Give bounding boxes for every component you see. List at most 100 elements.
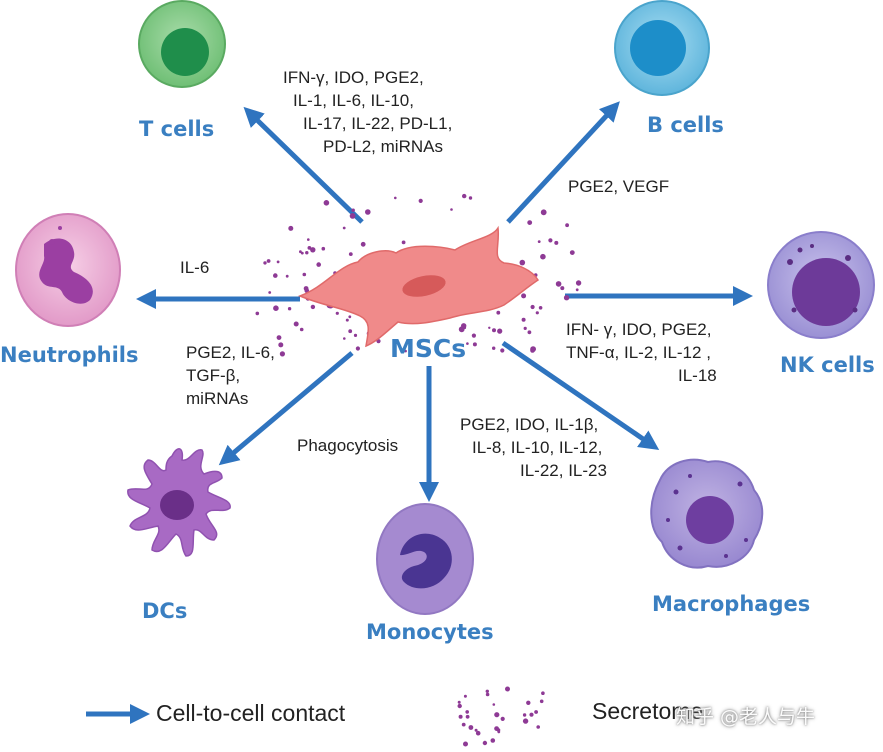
secretome-dot xyxy=(418,198,423,203)
b-cell-icon xyxy=(614,0,710,96)
legend-secretome-dot xyxy=(494,712,500,718)
neutrophil-icon xyxy=(15,213,121,327)
secretome-dot xyxy=(569,250,575,256)
secretome-dot xyxy=(530,346,536,352)
macrophage-icon xyxy=(650,458,764,569)
macrophage-factors-line-1: PGE2, IDO, IL-1β, xyxy=(460,415,599,434)
nk-cell-factors-line-3: IL-18 xyxy=(678,366,717,385)
secretome-dot xyxy=(287,307,292,311)
secretome-dot xyxy=(500,348,505,353)
secretome-dot xyxy=(310,247,316,253)
secretome-dot xyxy=(376,339,381,344)
secretome-dot xyxy=(353,333,358,337)
legend-secretome-dot xyxy=(463,694,467,698)
legend-secretome-dot xyxy=(522,718,529,724)
legend-secretome-dot xyxy=(490,738,496,743)
legend-secretome-dot xyxy=(475,730,481,736)
monocytes-label: Monocytes xyxy=(366,620,494,644)
neutrophil-factors-line-1: IL-6 xyxy=(180,258,210,277)
legend-secretome-dot xyxy=(468,725,474,730)
macrophages-label: Macrophages xyxy=(652,592,811,616)
arrow-to-b-cells xyxy=(506,101,620,224)
secretome-dot xyxy=(305,251,309,255)
secretome-dot xyxy=(348,252,353,256)
secretome-dot xyxy=(488,326,491,329)
secretome-dot xyxy=(365,209,371,215)
macrophage-factors: PGE2, IDO, IL-1β, IL-8, IL-10, IL-12, IL… xyxy=(460,413,607,482)
secretome-dot xyxy=(278,342,284,348)
legend-secretome-dot xyxy=(526,700,531,705)
nk-cell-factors-line-2: TNF-α, IL-2, IL-12 , xyxy=(566,343,711,362)
nk-cell-factors: IFN- γ, IDO, PGE2, TNF-α, IL-2, IL-12 , … xyxy=(566,318,717,387)
secretome-dot xyxy=(276,260,280,264)
secretome-dot xyxy=(273,305,279,312)
secretome-dot xyxy=(348,329,353,334)
secretome-dot xyxy=(343,337,346,340)
secretome-dot xyxy=(575,288,579,292)
nk-cell-factors-line-1: IFN- γ, IDO, PGE2, xyxy=(566,320,712,339)
secretome-dot xyxy=(342,226,346,230)
nk-cells-label: NK cells xyxy=(780,353,875,377)
secretome-dot xyxy=(351,208,355,212)
legend-secretome-dot xyxy=(494,726,499,731)
legend-secretome-dot xyxy=(529,712,534,717)
b-cell-factors-line-1: PGE2, VEGF xyxy=(568,177,670,196)
monocyte-icon xyxy=(376,503,474,615)
legend-secretome-dot xyxy=(482,740,488,746)
dc-factors-line-1: PGE2, IL-6, xyxy=(186,343,275,362)
secretome-dot xyxy=(394,196,397,200)
legend-secretome-dot xyxy=(536,725,540,729)
legend-secretome-dot xyxy=(539,699,544,704)
secretome-dot xyxy=(299,327,304,332)
secretome-dot xyxy=(293,321,299,327)
legend-contact-label: Cell-to-cell contact xyxy=(156,700,346,726)
secretome-dot xyxy=(321,246,326,251)
secretome-dot xyxy=(492,346,496,350)
legend-secretome-dot xyxy=(474,728,478,732)
secretome-dot xyxy=(255,311,260,316)
secretome-dot xyxy=(535,311,539,315)
b-cells-label: B cells xyxy=(647,113,724,137)
legend-secretome-dot xyxy=(458,714,463,719)
legend-secretome-dot xyxy=(505,686,510,692)
secretome-dot xyxy=(360,241,366,247)
secretome-dot xyxy=(307,238,310,241)
legend-secretome-dot xyxy=(465,710,470,714)
secretome-dot xyxy=(279,351,285,357)
secretome-dot xyxy=(530,304,535,310)
dc-factors-line-3: miRNAs xyxy=(186,389,249,408)
secretome-dot xyxy=(540,209,547,216)
legend-secretome-dot xyxy=(485,692,490,697)
secretome-dot xyxy=(538,306,543,310)
secretome-dot xyxy=(540,253,546,260)
secretome-dot xyxy=(268,291,272,294)
secretome-dot xyxy=(276,335,282,340)
legend-secretome-dot xyxy=(461,722,466,727)
legend-secretome-dot xyxy=(457,700,461,704)
secretome-dot xyxy=(263,261,267,265)
secretome-dot xyxy=(348,315,352,319)
arrow-to-macrophages xyxy=(501,340,660,451)
macrophage-factors-line-3: IL-22, IL-23 xyxy=(520,461,607,480)
dcs-label: DCs xyxy=(142,599,188,623)
dc-factors-line-2: TGF-β, xyxy=(186,366,241,385)
secretome-dot xyxy=(527,330,532,335)
secretome-dot xyxy=(521,317,526,322)
secretome-dot xyxy=(521,293,527,299)
secretome-dot xyxy=(461,323,467,329)
arrow-to-t-cells xyxy=(243,106,364,224)
msc-label: MSCs xyxy=(390,334,467,363)
legend-secretome-label: Secretome xyxy=(592,698,704,724)
secretome-dot xyxy=(527,220,533,226)
secretome-dot xyxy=(492,328,496,333)
neutrophil-factors: IL-6 xyxy=(180,256,209,279)
legend-symbols xyxy=(86,686,545,747)
secretome-dot xyxy=(519,259,526,266)
t-cell-icon xyxy=(138,0,226,88)
secretome-dot xyxy=(310,304,316,310)
legend-secretome-dot xyxy=(534,710,538,714)
legend-secretome-dot xyxy=(492,703,496,706)
neutrophils-label: Neutrophils xyxy=(0,343,139,367)
